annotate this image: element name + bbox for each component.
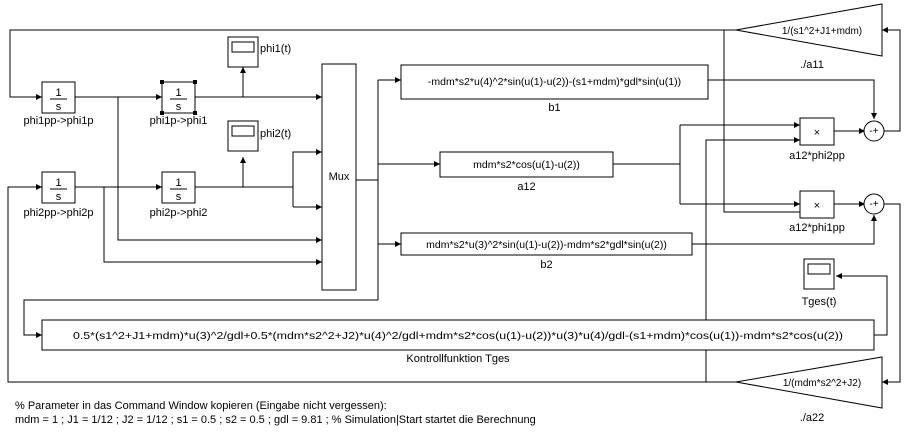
fcn-b1-label: b1 [548,102,560,114]
selection-handle[interactable] [160,111,164,115]
integrator-numerator: 1 [55,177,61,189]
scope-icon [231,125,255,137]
gain-a11[interactable]: 1/(s1^2+J1+mdm) ./a11 [735,3,883,71]
product-label: a12*phi1pp [789,222,845,234]
mux-label: Mux [329,171,350,183]
scope-icon [807,263,831,275]
scope-tges[interactable]: Tges(t) [802,258,837,308]
multiply-icon: × [814,200,820,212]
integrator-label: phi2pp->phi2p [23,207,93,219]
note-line-2: mdm = 1 ; J1 = 1/12 ; J2 = 1/12 ; s1 = 0… [15,414,536,426]
multiply-icon: × [814,127,820,139]
wire-b2-to-sum2[interactable] [692,215,877,245]
integrator-denominator: s [176,191,182,203]
sum-1[interactable]: -+ [863,120,885,142]
wire-tges-to-scope3[interactable] [836,273,888,336]
integrator-phi2p-phi2[interactable]: 1 s phi2p->phi2 [150,171,208,219]
sum-signs: -+ [869,126,878,137]
fcn-b2-label: b2 [540,259,552,271]
fcn-a12[interactable]: mdm*s2*cos(u(1)-u(2)) a12 [439,151,614,193]
sum-2[interactable]: -+ [863,193,885,215]
fcn-tges-expression: 0.5*(s1^2+J1+mdm)*u(3)^2/gdl+0.5*(mdm*s2… [73,330,843,342]
mux-block[interactable]: Mux [321,63,357,291]
note-line-1: % Parameter in das Command Window kopier… [15,400,387,412]
scope-label: Tges(t) [802,296,837,308]
wire-to-tges[interactable] [23,299,378,338]
fcn-a12-label: a12 [517,181,535,193]
gain-a11-label: ./a11 [800,59,824,71]
integrator-denominator: s [176,101,182,113]
fcn-b1[interactable]: -mdm*s2*u(4)^2*sin(u(1)-u(2))-(s1+mdm)*g… [400,64,709,114]
integrator-denominator: s [56,191,62,203]
integrator-denominator: s [56,101,62,113]
product-a12-phi1pp[interactable]: × a12*phi1pp [789,190,845,234]
scope-label: phi1(t) [260,43,291,55]
sum-signs: -+ [869,199,878,210]
wire-a22-to-int3[interactable] [7,184,736,383]
product-a12-phi2pp[interactable]: × a12*phi2pp [789,117,845,162]
wire-phi1p-to-mux[interactable] [117,97,322,243]
wire-sum2-to-a22[interactable] [882,203,901,385]
integrator-phi1pp-phi1p[interactable]: 1 s phi1pp->phi1p [23,81,94,127]
fcn-b1-expression: -mdm*s2*u(4)^2*sin(u(1)-u(2))-(s1+mdm)*g… [428,76,681,88]
selection-handle[interactable] [193,80,197,84]
integrator-phi2pp-phi2p[interactable]: 1 s phi2pp->phi2p [23,171,94,219]
scope-phi1[interactable]: phi1(t) [227,36,291,68]
gain-a22-label: ./a22 [800,412,824,424]
scope-label: phi2(t) [260,128,291,140]
fcn-tges[interactable]: 0.5*(s1^2+J1+mdm)*u(3)^2/gdl+0.5*(mdm*s2… [41,319,875,365]
integrator-label: phi1p->phi1 [150,115,208,127]
integrator-numerator: 1 [175,87,181,99]
scope-icon [231,41,255,53]
product-label: a12*phi2pp [789,150,845,162]
integrator-numerator: 1 [175,177,181,189]
scope-phi2[interactable]: phi2(t) [227,120,291,152]
wire-phi2pp-to-prod1[interactable] [705,137,800,382]
wire-a11-to-int1[interactable] [9,29,736,100]
gain-a11-expression: 1/(s1^2+J1+mdm) [782,26,862,37]
fcn-b2[interactable]: mdm*s2*u(3)^2*sin(u(1)-u(2))-mdm*s2*gdl*… [400,232,693,271]
gain-a22-expression: 1/(mdm*s2^2+J2) [783,378,861,389]
signal-wires [7,27,901,385]
integrator-label: phi2p->phi2 [150,207,208,219]
integrator-numerator: 1 [55,87,61,99]
selection-handle[interactable] [193,111,197,115]
fcn-a12-expression: mdm*s2*cos(u(1)-u(2)) [473,159,580,171]
fcn-b2-expression: mdm*s2*u(3)^2*sin(u(1)-u(2))-mdm*s2*gdl*… [426,239,667,251]
wire-int4-to-mux[interactable] [195,149,322,188]
gain-a22[interactable]: 1/(mdm*s2^2+J2) ./a22 [735,356,883,424]
integrator-phi1p-phi1[interactable]: 1 s phi1p->phi1 [150,80,208,127]
integrator-label: phi1pp->phi1p [23,115,93,127]
wire-phi2p-to-mux[interactable] [103,187,322,265]
wire-b1-to-sum1[interactable] [708,79,877,119]
fcn-tges-label: Kontrollfunktion Tges [406,353,510,365]
wire-phi1pp-to-prod2[interactable] [723,30,800,213]
selection-handle[interactable] [160,80,164,84]
wire-sum1-to-a11[interactable] [882,27,901,132]
